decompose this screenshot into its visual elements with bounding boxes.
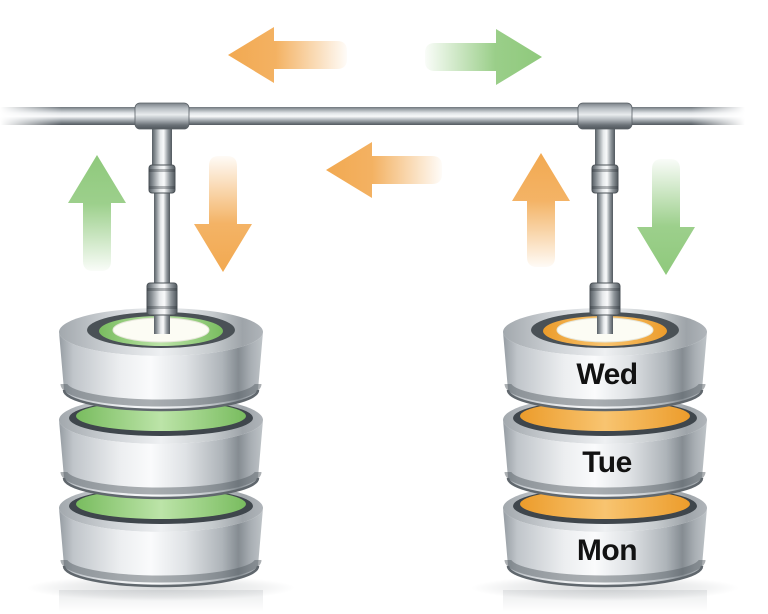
disk-body xyxy=(59,332,263,410)
db-disk-middle: Tue xyxy=(503,396,707,500)
pipe-coupling xyxy=(148,164,176,194)
disk-lip xyxy=(504,383,706,407)
db-label-tue: Tue xyxy=(582,446,632,479)
disk-lip xyxy=(60,471,262,495)
db-disk-bottom: Mon xyxy=(503,484,707,588)
top-green-arrow xyxy=(425,29,542,85)
pipe-upper-stub xyxy=(595,126,615,168)
middle-orange-arrow xyxy=(326,142,442,198)
disk-lip xyxy=(504,471,706,495)
left-database xyxy=(27,308,295,612)
left-pipe xyxy=(146,126,178,334)
disk-bottom-edge xyxy=(506,477,704,500)
disk-bottom-edge xyxy=(62,477,260,500)
network-bus-bar xyxy=(0,107,768,125)
disk-body xyxy=(59,420,263,498)
right-t-connector xyxy=(577,102,633,130)
disk-lip xyxy=(504,559,706,583)
top-orange-arrow xyxy=(228,27,347,83)
pipe-upper-stub xyxy=(152,126,172,168)
left-db-reflection xyxy=(59,590,263,612)
db-disk-bottom xyxy=(59,484,263,588)
disk-body xyxy=(503,420,707,498)
disk-bottom-edge xyxy=(506,389,704,412)
disk-bottom-edge xyxy=(506,565,704,588)
sync-arrows xyxy=(68,27,695,275)
disk-bottom-edge xyxy=(62,565,260,588)
disk-body xyxy=(59,508,263,586)
db-disk-middle xyxy=(59,396,263,500)
left-db-down-arrow xyxy=(194,156,252,272)
left-db-up-arrow xyxy=(68,155,126,271)
right-db-down-arrow xyxy=(637,159,695,275)
right-db-up-arrow xyxy=(512,153,570,267)
db-label-mon: Mon xyxy=(577,534,637,567)
pipe-coupling xyxy=(591,164,619,194)
disk-body xyxy=(503,508,707,586)
disk-bottom-edge xyxy=(62,389,260,412)
db-label-wed: Wed xyxy=(576,358,637,391)
right-database: Mon Tue Wed xyxy=(471,308,739,612)
right-pipe xyxy=(589,126,621,334)
left-t-connector xyxy=(134,102,190,130)
right-db-reflection xyxy=(503,590,707,612)
pipe-coupling xyxy=(589,282,621,316)
pipe-coupling xyxy=(146,282,178,316)
disk-body xyxy=(503,332,707,410)
disk-lip xyxy=(60,383,262,407)
disk-lip xyxy=(60,559,262,583)
